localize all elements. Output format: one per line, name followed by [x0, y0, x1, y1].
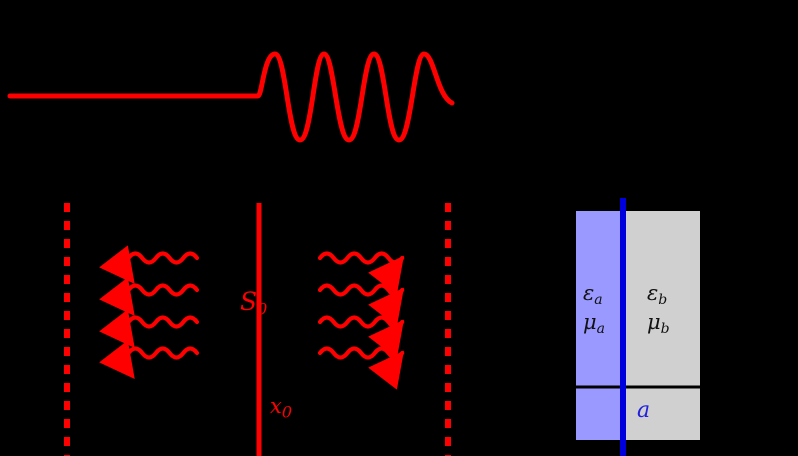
left-going-wave-arrows: [99, 245, 200, 379]
wavy-arrow-left-3: [99, 309, 200, 348]
wavy-arrow-right-1: [317, 251, 405, 295]
permeability-a-label: μa: [583, 310, 606, 337]
incident-wave-packet-path: [7, 51, 455, 143]
wavy-arrow-left-2: [99, 277, 200, 316]
slab-thickness-label: a: [637, 398, 651, 423]
wavy-arrow-right-2: [317, 283, 405, 327]
wavy-arrow-right-3: [317, 315, 405, 359]
permeability-b-label: μb: [647, 310, 670, 337]
slab-region-a: [576, 211, 623, 440]
permittivity-a-label: εa: [583, 281, 603, 308]
material-slab: [576, 198, 700, 456]
slab-region-b: [623, 211, 700, 440]
wavy-arrow-left-4: [99, 340, 200, 379]
wavy-arrow-left-1: [99, 245, 200, 284]
wavy-arrow-right-4: [317, 346, 405, 390]
source-plane-label: S0: [240, 287, 268, 319]
source-position-label: x0: [270, 394, 293, 422]
right-going-wave-arrows: [317, 251, 405, 390]
permittivity-b-label: εb: [647, 281, 668, 308]
